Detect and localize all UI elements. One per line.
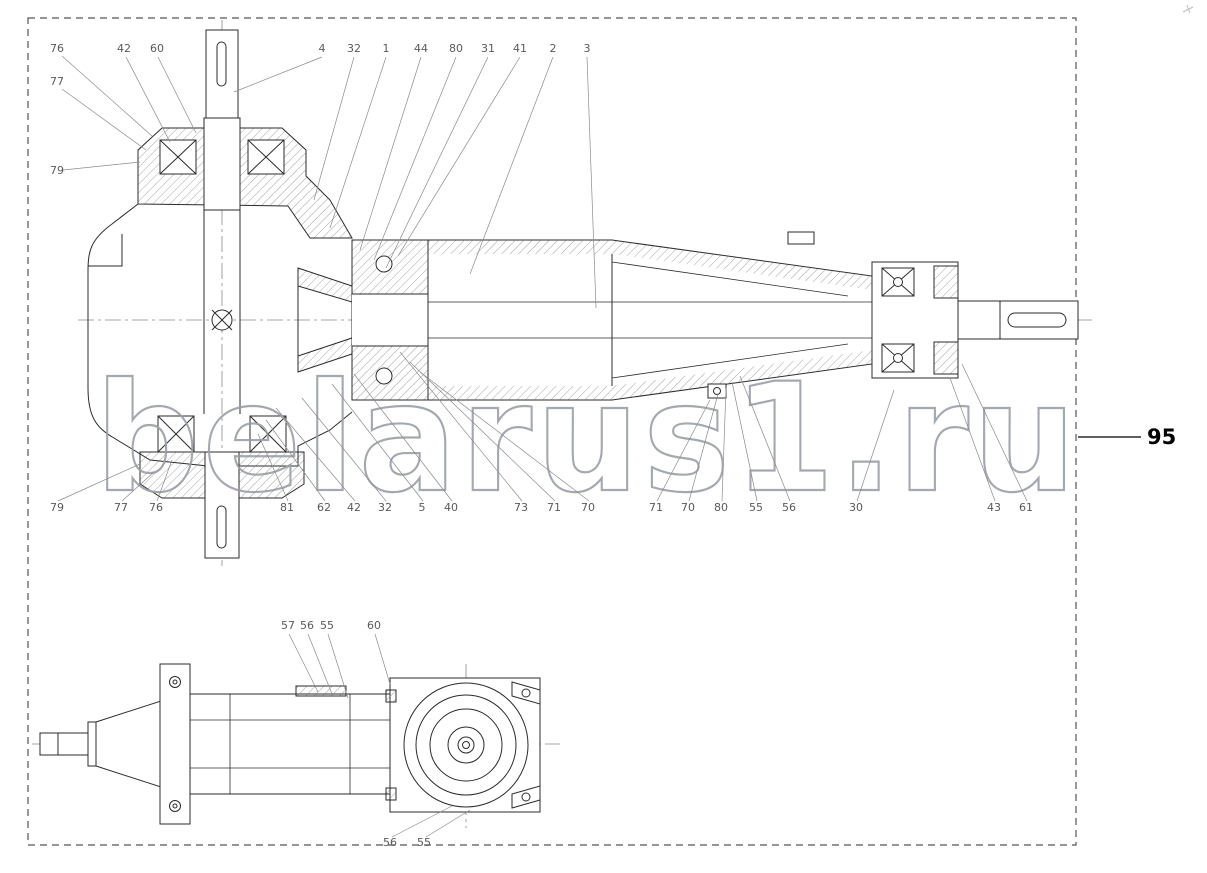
part-callout: 2 — [550, 42, 557, 55]
input-shaft-keyway — [216, 41, 227, 87]
part-callout: 56 — [300, 619, 314, 632]
part-callout: 57 — [281, 619, 295, 632]
part-callout: 79 — [50, 501, 64, 514]
part-callout: 71 — [649, 501, 663, 514]
corner-mark-icon — [1182, 4, 1194, 14]
side-gearbox-lug-bottom — [385, 787, 397, 801]
leader-lines — [57, 55, 1028, 838]
part-callout: 80 — [714, 501, 728, 514]
callouts-side-view: 57 56 55 60 56 55 — [281, 619, 431, 849]
side-body — [189, 693, 391, 795]
part-callout: 79 — [50, 164, 64, 177]
side-flange — [159, 663, 191, 825]
side-gearbox-lug-top — [385, 689, 397, 703]
part-callout: 80 — [449, 42, 463, 55]
part-callout: 73 — [514, 501, 528, 514]
part-callout: 77 — [50, 75, 64, 88]
side-cone — [95, 699, 165, 789]
side-ear-bottom — [511, 785, 541, 809]
part-callout: 56 — [782, 501, 796, 514]
part-callout: 81 — [280, 501, 294, 514]
drawing-frame-border — [27, 17, 1077, 846]
part-callout: 70 — [681, 501, 695, 514]
part-callout: 61 — [1019, 501, 1033, 514]
side-input-shaft — [39, 732, 91, 756]
side-ear-top — [511, 681, 541, 705]
callouts-bottom-row: 79 77 76 81 62 42 32 5 40 73 71 70 71 70… — [50, 501, 1033, 514]
part-callout: 76 — [50, 42, 64, 55]
part-callout: 55 — [749, 501, 763, 514]
part-callout: 60 — [367, 619, 381, 632]
side-gearbox — [389, 677, 541, 813]
part-callout: 43 — [987, 501, 1001, 514]
side-gear-circles — [403, 682, 529, 808]
part-callout: 76 — [149, 501, 163, 514]
callouts-top-row: 4 32 1 44 80 31 41 2 3 — [319, 42, 591, 55]
collar-bolt-top — [375, 255, 393, 273]
part-callout: 60 — [150, 42, 164, 55]
callouts-upper-left: 76 77 79 42 60 — [50, 42, 164, 177]
part-callout: 5 — [419, 501, 426, 514]
part-callout: 55 — [417, 836, 431, 849]
output-shaft-keyway — [1007, 312, 1067, 328]
housing-notch — [88, 234, 123, 267]
part-callout: 56 — [383, 836, 397, 849]
part-callout: 32 — [347, 42, 361, 55]
part-callout: 71 — [547, 501, 561, 514]
bearing-cap-lower — [933, 341, 959, 375]
part-callout: 55 — [320, 619, 334, 632]
part-callout: 41 — [513, 42, 527, 55]
bevel-pinion-upper — [297, 267, 353, 303]
part-callout: 30 — [849, 501, 863, 514]
part-callout: 40 — [444, 501, 458, 514]
part-callout: 70 — [581, 501, 595, 514]
side-view — [32, 663, 560, 828]
input-shaft-through-cap — [203, 117, 241, 211]
part-callout: 42 — [347, 501, 361, 514]
lower-shaft-keyway — [216, 505, 227, 549]
collar-bolt-bottom — [375, 367, 393, 385]
part-callout: 44 — [414, 42, 428, 55]
part-callout: 1 — [383, 42, 390, 55]
part-callout: 31 — [481, 42, 495, 55]
main-section-view — [78, 20, 1092, 566]
cone-top-fitting — [787, 231, 815, 245]
figure-ref-label: 95 — [1147, 425, 1176, 449]
bearing-cap-upper — [933, 265, 959, 299]
part-callout: 77 — [114, 501, 128, 514]
part-callout: 4 — [319, 42, 326, 55]
figure-reference: 95 — [1078, 425, 1176, 449]
watermark-text: belarus1.ru — [95, 352, 1080, 526]
side-shaft-step — [87, 721, 97, 767]
part-callout: 62 — [317, 501, 331, 514]
flange-hole-bottom — [169, 800, 181, 812]
part-callout: 32 — [378, 501, 392, 514]
part-callout: 3 — [584, 42, 591, 55]
flange-hole-top — [169, 676, 181, 688]
side-clamp-fitting — [295, 685, 347, 697]
part-callout: 42 — [117, 42, 131, 55]
